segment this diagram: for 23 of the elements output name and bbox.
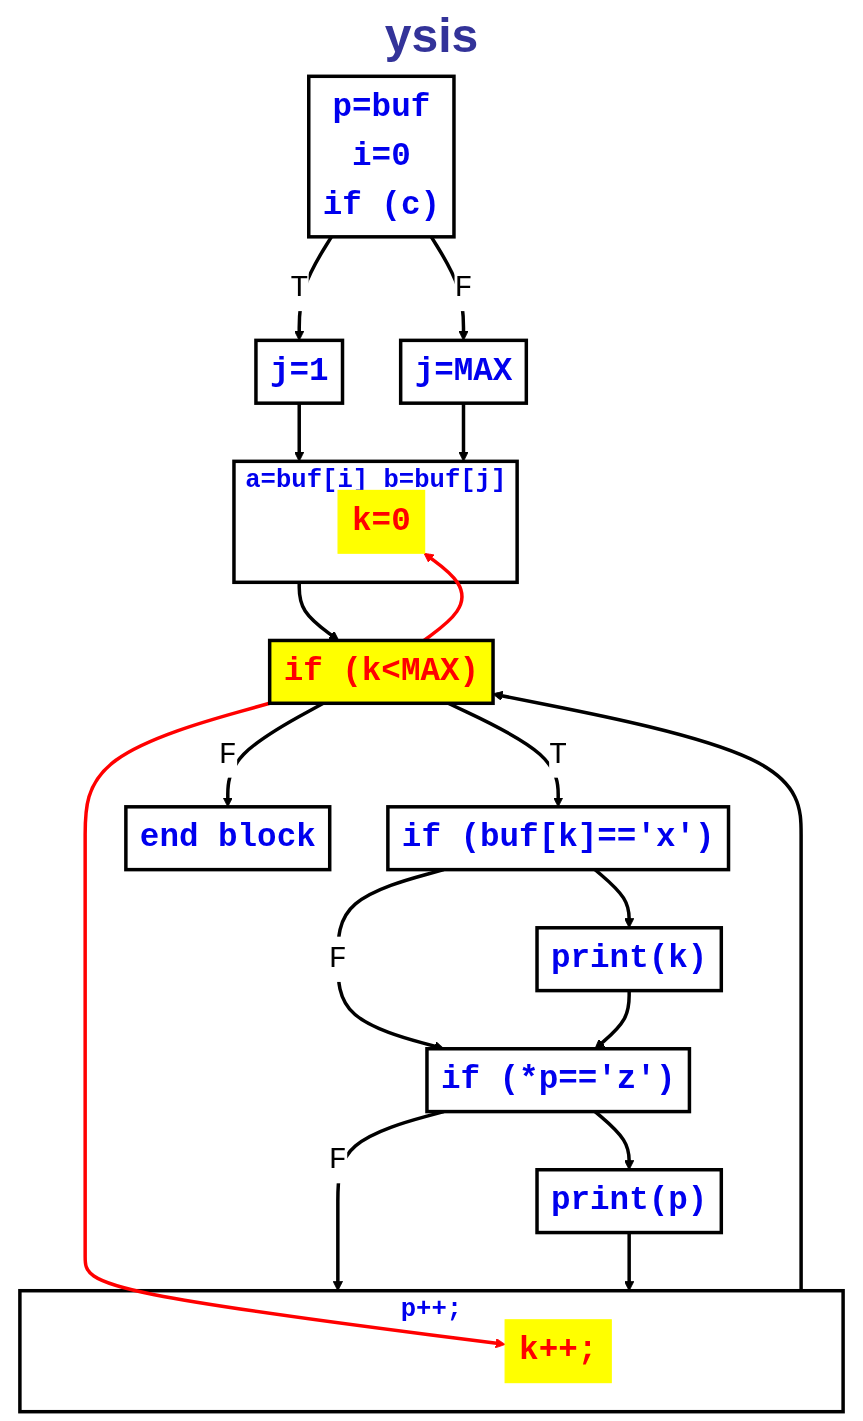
node-box: if (k<MAX): [267, 638, 495, 706]
edge-label: T: [549, 737, 568, 772]
node-box: if (*p=='z'): [425, 1047, 692, 1114]
edge-label: F: [218, 737, 237, 772]
arrow: [624, 1232, 635, 1292]
edge-label: F: [454, 270, 473, 306]
edge-label: T: [290, 270, 309, 306]
node-box: k++;: [504, 1319, 612, 1384]
node-box: end block: [124, 805, 332, 872]
node-box: j=1: [254, 338, 345, 405]
arrow: [83, 701, 506, 1349]
node-box: p=buf i=0 if (c): [307, 74, 456, 239]
arrow: [297, 582, 340, 641]
node-box: k=0: [337, 489, 426, 554]
arrow: [294, 403, 305, 462]
arrow: [458, 403, 469, 462]
node-box: print(p): [535, 1168, 724, 1235]
edge-label: F: [328, 941, 347, 977]
node-box: print(k): [535, 926, 724, 993]
node-box: if (buf[k]=='x'): [386, 805, 731, 872]
edge-label: F: [328, 1142, 347, 1178]
node-box: j=MAX: [398, 338, 529, 405]
title: ysis: [384, 8, 479, 63]
